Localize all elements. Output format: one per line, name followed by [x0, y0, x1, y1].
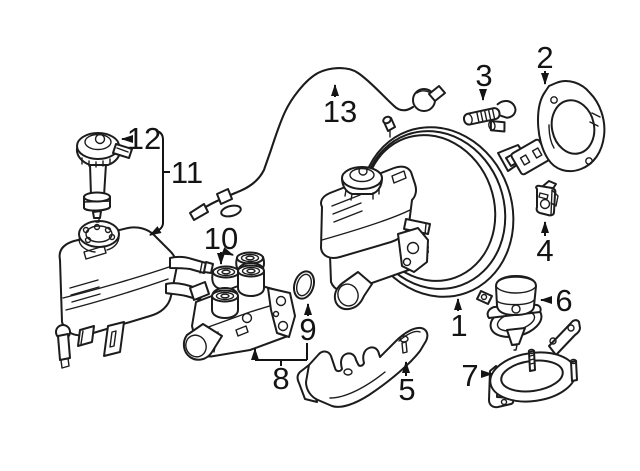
- callout-9: 9: [299, 312, 316, 347]
- retainer-clip-drawing: [462, 100, 517, 133]
- booster-reservoir-assembly-drawing: [320, 165, 431, 311]
- callout-1: 1: [450, 308, 467, 343]
- callout-2: 2: [536, 40, 553, 75]
- callout-4: 4: [536, 233, 553, 268]
- callout-12: 12: [127, 121, 161, 156]
- callout-labels: 1 2 3 4 5 6 7 8 9 10 11 12 13: [121, 40, 573, 407]
- callout-11: 11: [171, 155, 203, 190]
- clip-bracket-drawing: [535, 180, 559, 217]
- callout-13: 13: [323, 94, 357, 129]
- callout-7: 7: [461, 358, 478, 393]
- master-cylinder-drawing: [182, 262, 296, 361]
- heat-shield-drawing: [296, 326, 429, 408]
- mounting-bracket-drawing: [488, 319, 581, 409]
- leader-11-arrow: [149, 226, 162, 236]
- callout-8: 8: [272, 361, 289, 396]
- fluid-reservoir-drawing: [55, 220, 214, 369]
- leader-8-bracket: [255, 343, 308, 366]
- callout-3: 3: [475, 58, 492, 93]
- leader-10b: [221, 247, 234, 256]
- callout-6: 6: [555, 283, 572, 318]
- valve-pump-drawing: [476, 275, 543, 351]
- vacuum-pipe-drawing: [189, 67, 446, 221]
- gasket-drawing: [537, 80, 606, 173]
- callout-5: 5: [398, 372, 415, 407]
- callout-10: 10: [204, 221, 238, 256]
- reservoir-cap-drawing: [75, 132, 133, 223]
- o-ring-drawing: [292, 270, 316, 300]
